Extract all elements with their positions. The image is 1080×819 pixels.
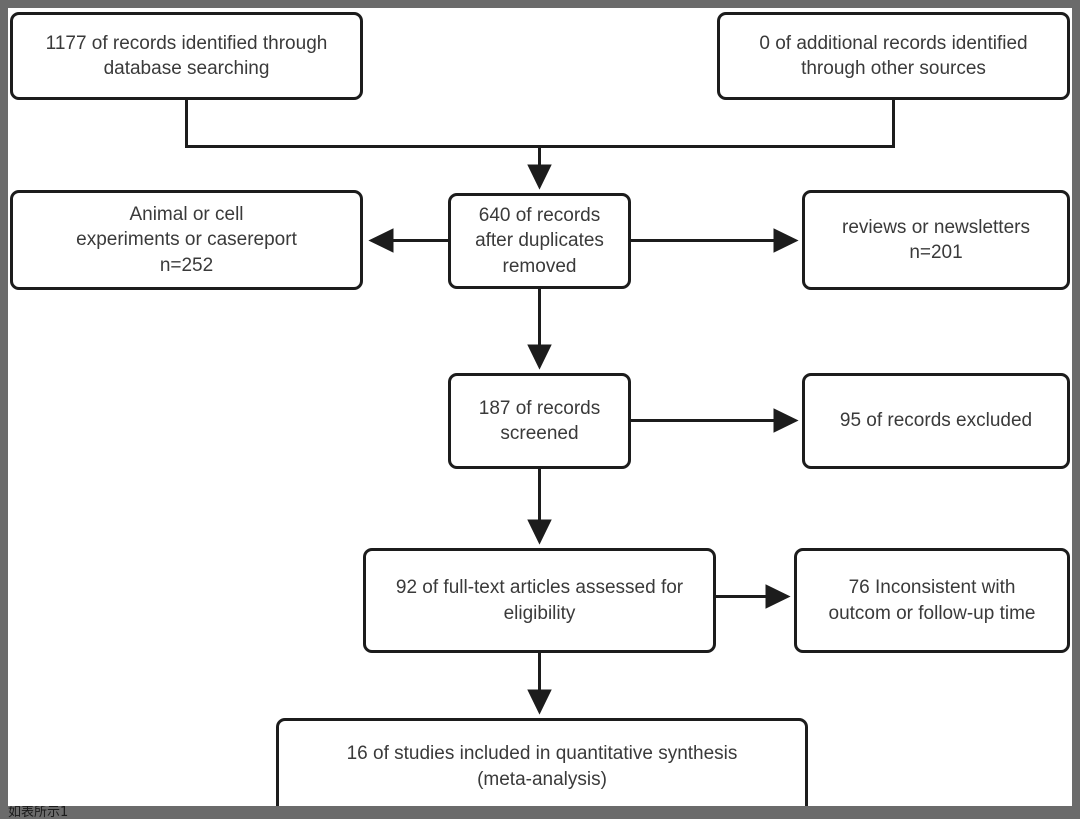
node-reviews-excluded-label: reviews or newsletters n=201 — [842, 216, 1030, 263]
node-animal-excluded-label: Animal or cell experiments or casereport… — [76, 204, 297, 276]
node-fulltext-assessed[interactable]: 92 of full-text articles assessed for el… — [363, 548, 716, 653]
figure-caption: 如表所示1 — [8, 806, 69, 819]
node-other-records[interactable]: 0 of additional records identified throu… — [717, 12, 1070, 100]
node-fulltext-excluded[interactable]: 76 Inconsistent with outcom or follow-up… — [794, 548, 1070, 653]
diagram-canvas: 1177 of records identified through datab… — [8, 8, 1072, 806]
node-other-records-label: 0 of additional records identified throu… — [759, 32, 1028, 79]
node-studies-included-label: 16 of studies included in quantitative s… — [346, 743, 738, 790]
node-records-excluded-label: 95 of records excluded — [839, 410, 1033, 432]
node-database-records[interactable]: 1177 of records identified through datab… — [10, 12, 363, 100]
node-reviews-excluded[interactable]: reviews or newsletters n=201 — [802, 190, 1070, 290]
node-fulltext-assessed-label: 92 of full-text articles assessed for el… — [395, 577, 684, 624]
edge-identification-merge — [185, 100, 895, 190]
node-studies-included[interactable]: 16 of studies included in quantitative s… — [276, 718, 808, 806]
node-fulltext-excluded-label: 76 Inconsistent with outcom or follow-up… — [828, 577, 1036, 624]
node-animal-excluded[interactable]: Animal or cell experiments or casereport… — [10, 190, 363, 290]
node-database-records-label: 1177 of records identified through datab… — [45, 32, 328, 79]
node-duplicates-removed-label: 640 of records after duplicates removed — [475, 205, 604, 277]
connector-layer — [185, 100, 895, 715]
node-records-screened-label: 187 of records screened — [478, 397, 601, 444]
node-duplicates-removed[interactable]: 640 of records after duplicates removed — [448, 193, 631, 289]
node-records-screened[interactable]: 187 of records screened — [448, 373, 631, 469]
node-records-excluded[interactable]: 95 of records excluded — [802, 373, 1070, 469]
